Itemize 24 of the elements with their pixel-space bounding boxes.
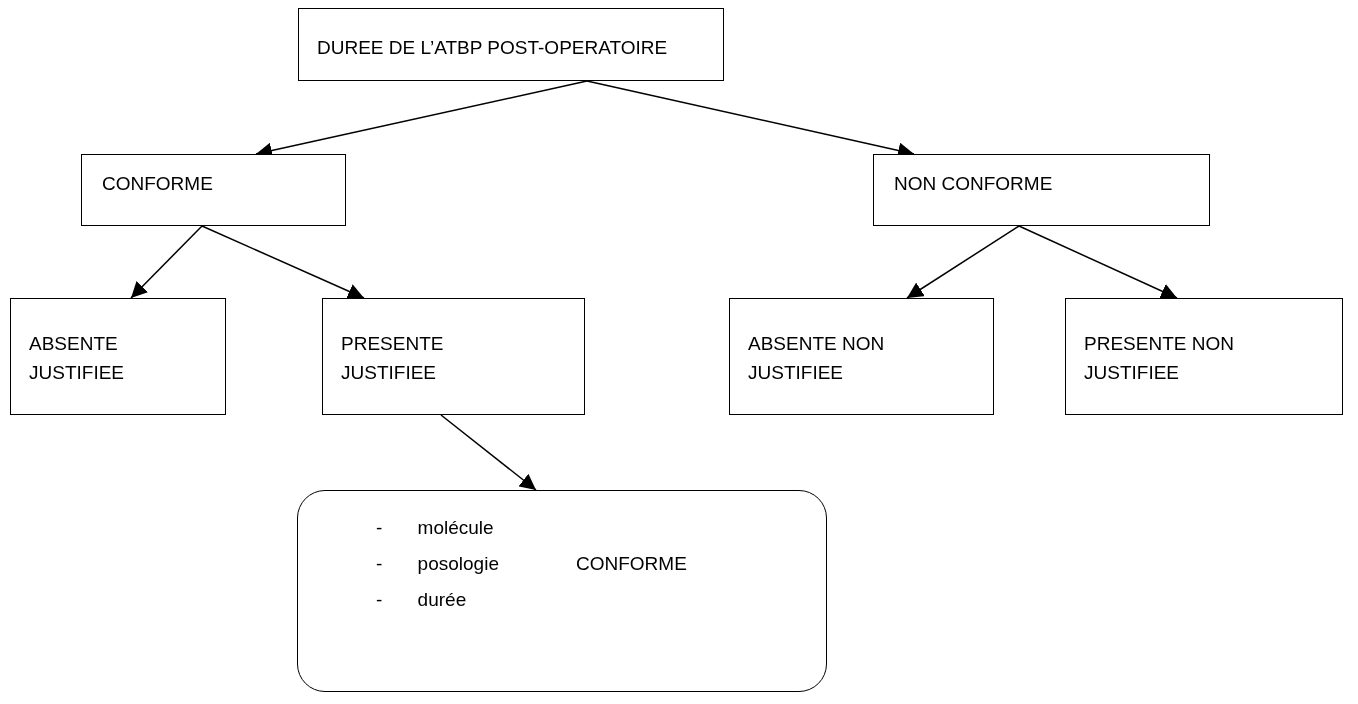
arrow — [906, 225, 1020, 299]
node-label: DUREE DE L’ATBP POST-OPERATOIRE — [317, 36, 668, 60]
rounded-box — [297, 490, 827, 692]
arrow — [201, 225, 365, 299]
process-box — [81, 154, 346, 226]
process-box — [1065, 298, 1343, 415]
arrow — [1018, 225, 1178, 299]
arrow — [130, 225, 203, 299]
process-box — [10, 298, 226, 415]
list-item: CONFORME — [576, 552, 687, 576]
list-item: - durée — [376, 588, 467, 612]
process-box — [322, 298, 585, 415]
node-label: NON CONFORME — [894, 172, 1053, 196]
node-label: ABSENTE NON JUSTIFIEE — [748, 332, 886, 385]
node-label: PRESENTE NON JUSTIFIEE — [1084, 332, 1235, 385]
node-label: ABSENTE JUSTIFIEE — [29, 332, 125, 385]
process-box — [873, 154, 1210, 226]
process-box — [729, 298, 994, 415]
process-box — [298, 8, 724, 81]
list-item: - posologie — [376, 552, 499, 576]
list-item: - molécule — [376, 516, 494, 540]
node-label: PRESENTE JUSTIFIEE — [341, 332, 445, 385]
node-label: CONFORME — [102, 172, 213, 196]
arrow — [440, 414, 537, 491]
